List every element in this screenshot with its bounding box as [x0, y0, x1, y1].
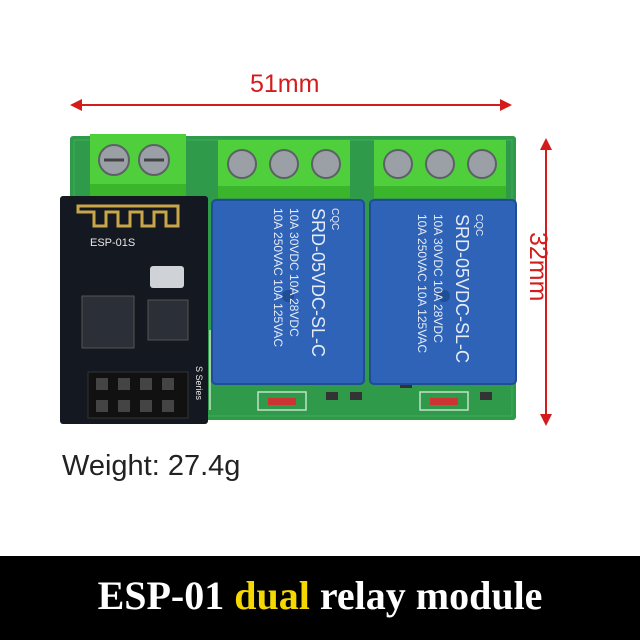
banner-title-highlight: dual	[234, 573, 310, 618]
diode	[430, 398, 458, 405]
terminal-block-3pin-left	[218, 140, 350, 198]
relay-right-model: SRD-05VDC-SL-C	[452, 214, 472, 363]
relay-left-spec-1: 10A 250VAC 10A 125VAC	[271, 208, 285, 347]
height-dimension-arrow	[540, 138, 552, 426]
relay-left	[211, 199, 365, 385]
relay-right-spec-2: 10A 30VDC 10A 28VDC	[431, 214, 445, 343]
relay-left-model: SRD-05VDC-SL-C	[308, 208, 328, 357]
width-dimension-arrow	[70, 99, 512, 111]
banner-title-part1: ESP-01	[97, 573, 235, 618]
esp-module-label: ESP-01S	[90, 237, 135, 249]
weight-label: Weight: 27.4g	[62, 450, 241, 482]
relay-left-spec-2: 10A 30VDC 10A 28VDC	[287, 208, 301, 337]
relay-left-cert: CQC	[329, 208, 340, 230]
relay-right	[369, 199, 517, 385]
relay-right-cert: CQC	[473, 214, 484, 236]
diode	[268, 398, 296, 405]
relay-right-spec-1: 10A 250VAC 10A 125VAC	[415, 214, 429, 353]
terminal-block-2pin	[90, 134, 186, 198]
terminal-block-3pin-right	[374, 140, 506, 198]
title-banner	[0, 556, 640, 640]
flash-chip	[147, 299, 189, 341]
esp-series-label: S Series	[194, 366, 204, 401]
crystal	[150, 266, 184, 288]
width-label: 51mm	[250, 70, 320, 98]
esp-chip	[81, 295, 135, 349]
banner-title: ESP-01 dual relay module	[0, 572, 640, 619]
esp01s-module	[60, 196, 208, 424]
height-label: 32mm	[524, 232, 552, 302]
banner-title-part2: relay module	[309, 573, 543, 618]
